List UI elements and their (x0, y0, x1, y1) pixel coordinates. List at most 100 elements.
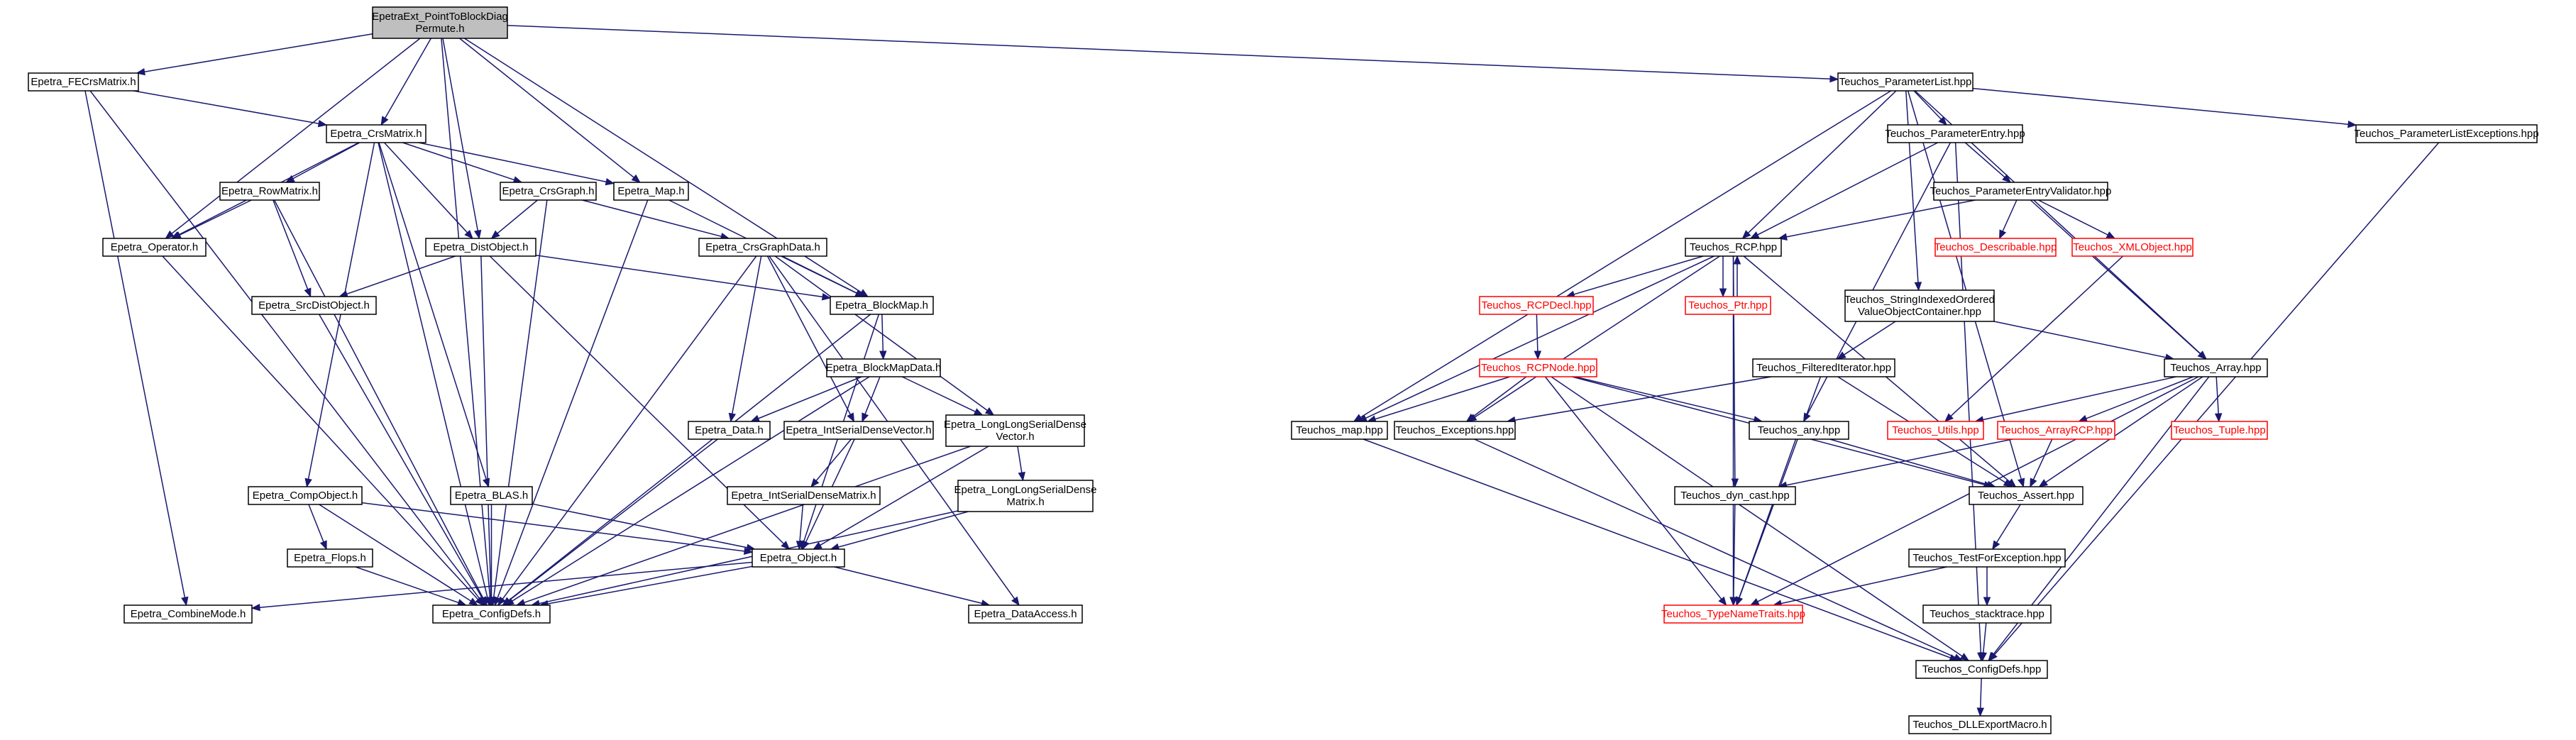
node-fecrs[interactable]: Epetra_FECrsMatrix.h (28, 72, 139, 92)
edge-arrowhead (631, 174, 641, 183)
node-dllexport[interactable]: Teuchos_DLLExportMacro.h (1908, 715, 2052, 734)
node-crsgraph[interactable]: Epetra_CrsGraph.h (500, 182, 597, 201)
node-flops[interactable]: Epetra_Flops.h (287, 548, 373, 568)
edge-paramlist-to-stringindexed (1905, 90, 1922, 292)
edge-any-to-typenametraits (1735, 438, 1797, 607)
node-paramentryvalidator[interactable]: Teuchos_ParameterEntryValidator.hpp (1930, 182, 2112, 201)
node-rcp[interactable]: Teuchos_RCP.hpp (1685, 238, 1782, 257)
node-typenametraits[interactable]: Teuchos_TypeNameTraits.hpp (1661, 604, 1805, 624)
node-label: Epetra_LongLongSerialDense (944, 419, 1086, 431)
edge-arrowhead (1733, 255, 1741, 265)
node-label: Teuchos_ConfigDefs.hpp (1922, 663, 2042, 675)
node-box (1479, 296, 1594, 315)
node-rcpdecl[interactable]: Teuchos_RCPDecl.hpp (1479, 296, 1594, 315)
node-srcdist[interactable]: Epetra_SrcDistObject.h (251, 296, 377, 315)
node-epetraconfigdefs[interactable]: Epetra_ConfigDefs.h (432, 604, 551, 624)
node-stringindexed[interactable]: Teuchos_StringIndexedOrderedValueObjectC… (1844, 289, 1995, 322)
edge-paramentry-to-any (1802, 142, 1952, 423)
edge-arrowhead (605, 178, 615, 186)
node-label: Epetra_CombineMode.h (131, 608, 246, 620)
node-crsmatrix[interactable]: Epetra_CrsMatrix.h (326, 124, 426, 143)
edge-arrowhead (2018, 477, 2025, 488)
node-dataaccess[interactable]: Epetra_DataAccess.h (968, 604, 1083, 624)
node-describable[interactable]: Teuchos_Describable.hpp (1934, 238, 2057, 257)
edge-line (459, 38, 635, 179)
node-label: Teuchos_RCP.hpp (1690, 241, 1777, 253)
node-crsgraphdata[interactable]: Epetra_CrsGraphData.h (698, 238, 827, 257)
edge-line (837, 511, 969, 548)
node-label: Teuchos_ParameterListExceptions.hpp (2354, 128, 2538, 140)
edge-line (901, 376, 976, 413)
node-blas[interactable]: Epetra_BLAS.h (450, 486, 533, 505)
node-label: Teuchos_RCPDecl.hpp (1481, 299, 1591, 311)
node-blockmap[interactable]: Epetra_BlockMap.h (830, 296, 934, 315)
node-box (2171, 421, 2268, 440)
node-mapt[interactable]: Teuchos_map.hpp (1291, 421, 1388, 440)
node-map[interactable]: Epetra_Map.h (613, 182, 689, 201)
node-any[interactable]: Teuchos_any.hpp (1749, 421, 1849, 440)
node-combinemode[interactable]: Epetra_CombineMode.h (123, 604, 253, 624)
edge-distobject-to-srcdist (338, 255, 456, 298)
edge-line (1905, 90, 1919, 284)
edge-line (497, 199, 649, 599)
node-paramlistexceptions[interactable]: Teuchos_ParameterListExceptions.hpp (2354, 124, 2539, 143)
node-dyncast[interactable]: Teuchos_dyn_cast.hpp (1674, 486, 1796, 505)
edge-intserialdensematrix-to-object (796, 504, 804, 551)
edge-line (1573, 255, 1704, 295)
node-testforexception[interactable]: Teuchos_TestForException.hpp (1908, 548, 2066, 568)
node-rowmatrix[interactable]: Epetra_RowMatrix.h (219, 182, 320, 201)
edge-line (1374, 376, 1510, 420)
node-label: Teuchos_Ptr.hpp (1688, 299, 1768, 311)
node-blockmapdata[interactable]: Epetra_BlockMapData.h (826, 358, 942, 377)
node-rcpnode[interactable]: Teuchos_RCPNode.hpp (1479, 358, 1597, 377)
node-paramentry[interactable]: Teuchos_ParameterEntry.hpp (1885, 124, 2025, 143)
node-label: Teuchos_ParameterEntryValidator.hpp (1930, 185, 2112, 197)
edge-line (1982, 622, 1987, 654)
node-stacktrace[interactable]: Teuchos_stacktrace.hpp (1922, 604, 2052, 624)
edge-llsdv-to-object (813, 446, 989, 550)
node-label: Teuchos_TestForException.hpp (1912, 552, 2061, 564)
node-label: Teuchos_StringIndexedOrdered (1844, 294, 1995, 306)
node-teuchosconfigdefs[interactable]: Teuchos_ConfigDefs.hpp (1915, 660, 2048, 679)
edge-distobject-to-object (489, 255, 791, 550)
edge-flops-to-epetraconfigdefs (355, 566, 467, 607)
node-label: Teuchos_DLLExportMacro.h (1912, 719, 2047, 731)
node-data[interactable]: Epetra_Data.h (688, 421, 771, 440)
node-object[interactable]: Epetra_Object.h (752, 548, 845, 568)
node-label: Teuchos_any.hpp (1758, 424, 1840, 436)
node-paramlist[interactable]: Teuchos_ParameterList.hpp (1837, 72, 1974, 92)
node-label: Epetra_LongLongSerialDense (954, 484, 1097, 496)
node-array[interactable]: Teuchos_Array.hpp (2164, 358, 2268, 377)
edge-paramlist-to-paramlistexceptions (1972, 87, 2357, 128)
node-compobject[interactable]: Epetra_CompObject.h (248, 486, 363, 505)
edge-paramlist-to-paramentry (1913, 90, 1947, 126)
node-box (500, 182, 597, 201)
edge-crsgraph-to-crsgraphdata (582, 199, 730, 241)
edge-array-to-arrayrcp (2078, 376, 2194, 422)
node-intserialdensematrix[interactable]: Epetra_IntSerialDenseMatrix.h (727, 486, 881, 505)
node-box (1969, 486, 2084, 505)
edge-arrowhead (1731, 478, 1739, 488)
edge-paramlist-to-rcp (1741, 90, 1897, 239)
edge-arrowhead (1729, 597, 1738, 607)
node-exceptions[interactable]: Teuchos_Exceptions.hpp (1394, 421, 1516, 440)
edge-arrowhead (2347, 120, 2357, 128)
edge-arrowhead (483, 477, 490, 488)
node-operator[interactable]: Epetra_Operator.h (102, 238, 207, 257)
node-tuple[interactable]: Teuchos_Tuple.hpp (2171, 421, 2268, 440)
node-utils[interactable]: Teuchos_Utils.hpp (1887, 421, 1984, 440)
node-arrayrcp[interactable]: Teuchos_ArrayRCP.hpp (1997, 421, 2115, 440)
node-assert[interactable]: Teuchos_Assert.hpp (1969, 486, 2084, 505)
node-distobject[interactable]: Epetra_DistObject.h (425, 238, 536, 257)
node-ptr[interactable]: Teuchos_Ptr.hpp (1685, 296, 1771, 315)
edge-assert-to-testforexception (1992, 504, 2021, 551)
edge-arrowhead (165, 230, 175, 239)
node-filtered[interactable]: Teuchos_FilteredIterator.hpp (1752, 358, 1895, 377)
node-intserialdensevector[interactable]: Epetra_IntSerialDenseVector.h (783, 421, 934, 440)
node-xmlobject[interactable]: Teuchos_XMLObject.hpp (2071, 238, 2194, 257)
node-box (450, 486, 533, 505)
edge-line (1843, 321, 1896, 356)
